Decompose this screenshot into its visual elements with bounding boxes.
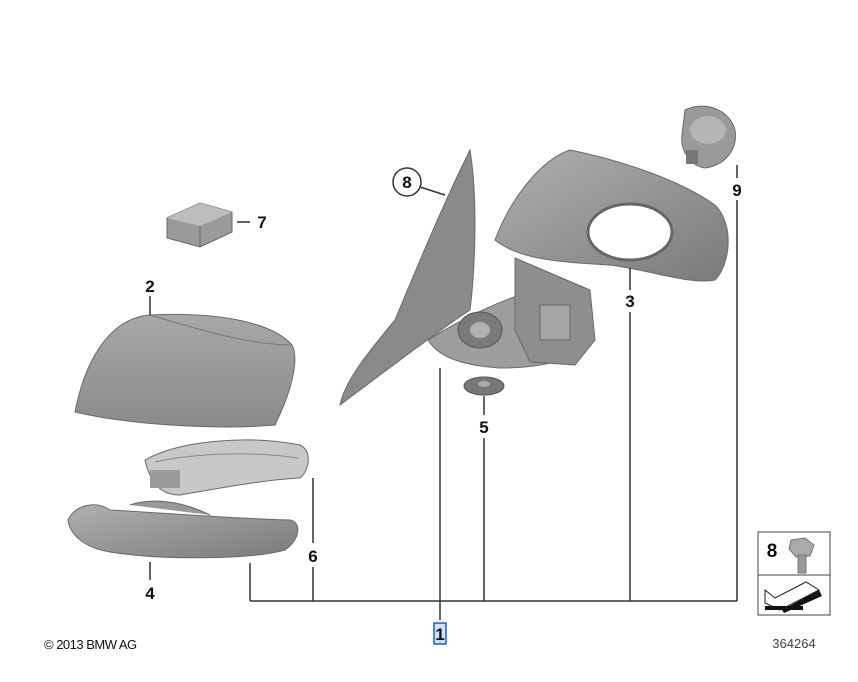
part-4-lower-trim[interactable] [67, 500, 299, 559]
callout-8[interactable]: 8 [402, 173, 411, 192]
part-5-seal[interactable] [463, 376, 505, 396]
part-9-adjuster-motor[interactable] [681, 105, 736, 169]
leader-lines [149, 165, 738, 620]
callout-2[interactable]: 2 [145, 277, 154, 296]
callout-5[interactable]: 5 [479, 418, 488, 437]
callout-8-circle [392, 167, 422, 197]
callout-4[interactable]: 4 [145, 584, 155, 603]
callout-1-highlight [433, 622, 447, 645]
part-1-motor-assembly[interactable] [457, 257, 596, 366]
part-7-foam-block[interactable] [166, 202, 233, 248]
part-3-mirror-housing[interactable] [494, 149, 729, 282]
callout-6[interactable]: 6 [308, 547, 317, 566]
legend-part-number[interactable]: 8 [767, 541, 778, 562]
copyright: © 2013 BMW AG [44, 637, 137, 652]
callout-1[interactable]: 1 [435, 625, 444, 644]
diagram-id: 364264 [772, 636, 815, 651]
callout-7[interactable]: 7 [257, 213, 266, 232]
screw-icon [788, 537, 815, 574]
part-6-turn-signal[interactable] [144, 439, 309, 496]
part-2-mirror-cap[interactable] [74, 313, 296, 428]
legend-box: 8 [757, 531, 831, 616]
callout-3[interactable]: 3 [625, 292, 634, 311]
arrow-direction-icon [764, 581, 822, 613]
callout-9[interactable]: 9 [732, 181, 741, 200]
